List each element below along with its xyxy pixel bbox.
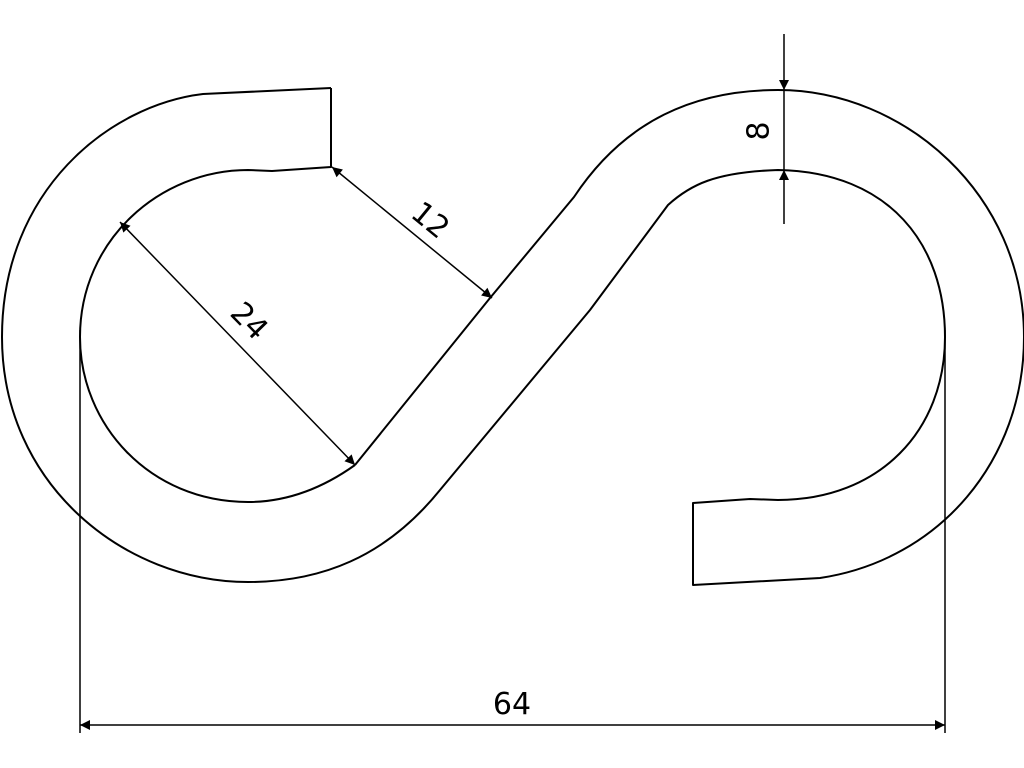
s-hook-outline [1,87,1024,586]
label-inner-diameter: 24 [223,295,275,347]
left-loop-outer-edge [1,87,1024,586]
label-gap: 12 [404,195,456,246]
left-loop-inner-edge [79,88,356,503]
dimension-line-gap [331,166,493,299]
label-thickness: 8 [742,121,777,140]
dimension-labels: 64 24 12 8 [223,121,777,722]
dimension-lines [79,34,946,733]
dimension-line-inner-diameter [119,221,356,466]
label-overall-width: 64 [493,687,531,722]
